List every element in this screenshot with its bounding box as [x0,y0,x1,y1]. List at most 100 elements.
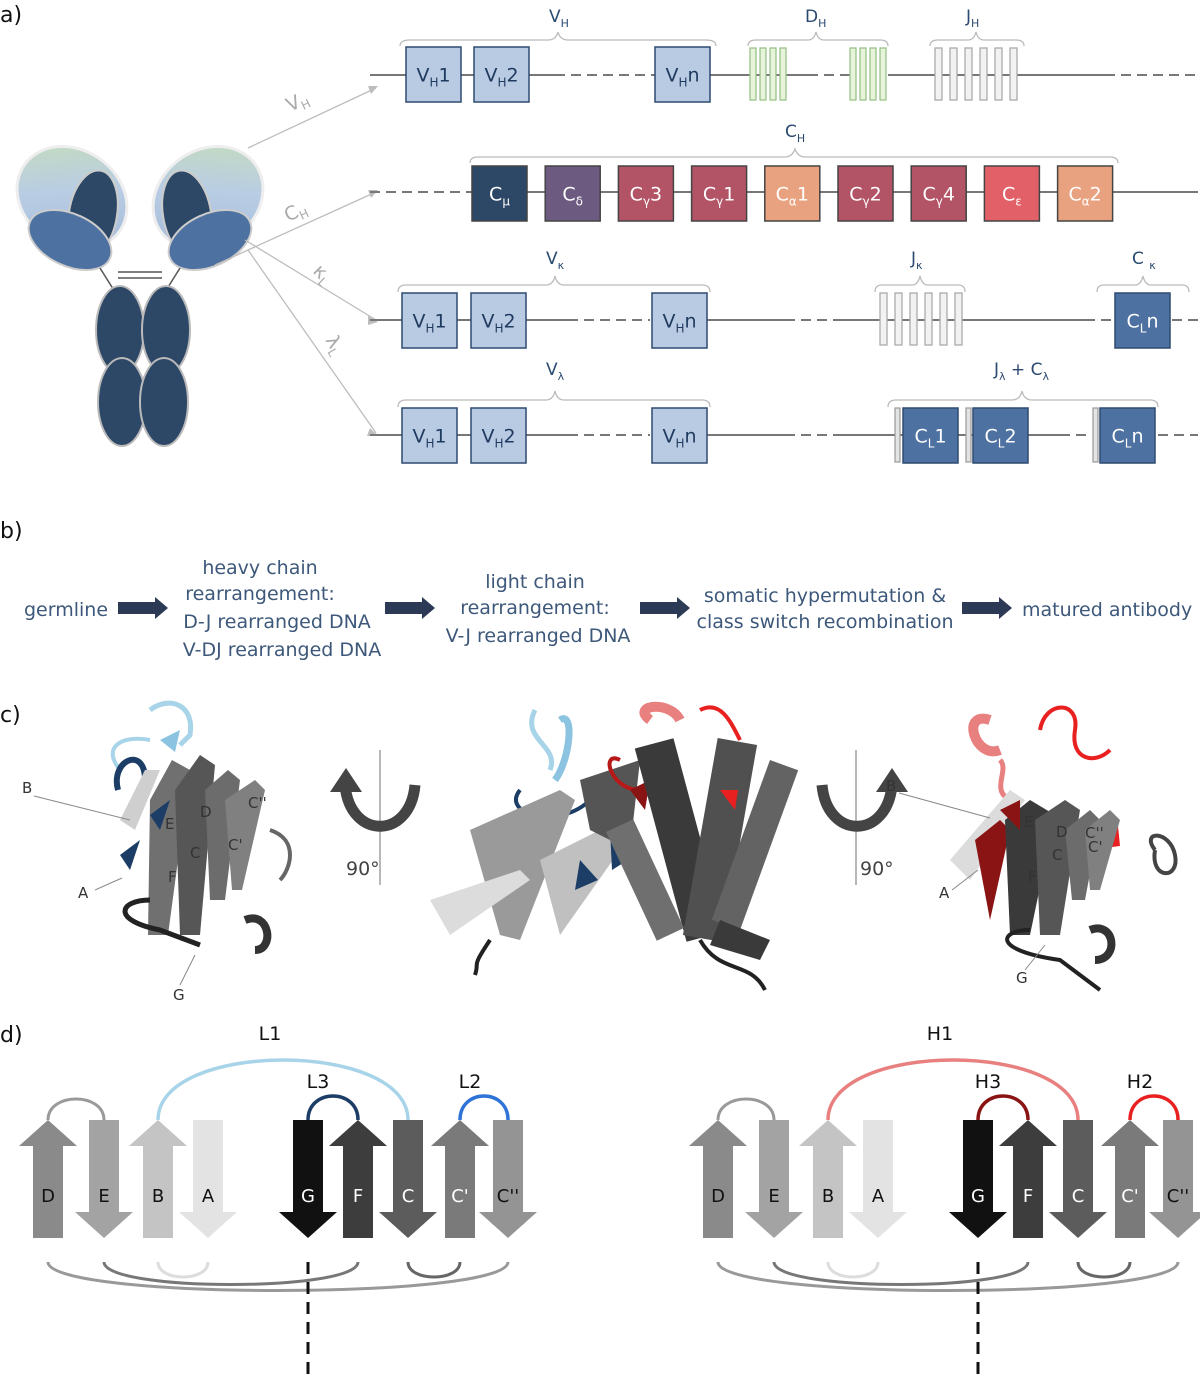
kappa-v-gene-2: VH2 [470,292,527,349]
heavy-v-group-label: VH [549,7,569,30]
lambda-v-gene-2: VH2 [470,407,527,464]
topo-heavy-strand-5-label: G [971,1186,985,1207]
rotation-left: 90° [330,750,421,885]
topo-light-strand-7-label: C [402,1186,415,1207]
lambda-v-gene-3: VHn [651,407,708,464]
heavy-c-gene-6: Cγ2 [837,165,894,222]
right-label-a: A [939,884,950,902]
antibody-pointers [214,87,377,434]
panel-d-label: d) [0,1023,23,1048]
flow-germline: germline [24,599,108,621]
right-label-d: D [1056,823,1068,841]
heavy-d-group-label: DH [805,7,826,30]
antibody-cartoon [15,144,265,447]
heavy-c-gene-5: Cα1 [764,165,821,222]
topo-heavy-loop3-label: H3 [975,1071,1001,1093]
left-label-c2: C'' [248,794,267,812]
kappa-c-group-label: C κ [1132,249,1156,272]
topo-heavy-strand-9: C'' [1149,1120,1200,1238]
rotation-right-label: 90° [860,858,894,880]
left-label-f: F [168,868,177,886]
flow-somatic-line2: class switch recombination [697,611,954,633]
heavy-c-gene-5-label: Cα1 [776,184,809,209]
kappa-v-gene-3-label: VHn [662,311,696,336]
flow-light-line1: light chain [485,571,585,593]
lambda-c-gene-3: CLn [1099,407,1156,464]
topo-heavy-loop1-label: H1 [927,1023,953,1045]
lambda-v-group-label: Vλ [546,360,565,383]
kappa-v-gene-1-label: VH1 [412,311,446,336]
maturation-flow: germline heavy chain rearrangement: D-J … [24,557,1192,661]
topo-light-loop1-label: L1 [259,1023,282,1045]
pointer-label-vh: VH [283,87,313,118]
flow-heavy-line1: heavy chain [202,557,317,579]
topo-light-loop2-label: L2 [459,1071,482,1093]
topo-light-strand-4-label: A [202,1186,215,1207]
heavy-j-group-label: JH [965,7,979,30]
heavy-c-gene-1-label: Cμ [489,184,510,209]
pointer-label-lambda: λL [319,332,349,360]
left-label-a: A [78,884,89,902]
heavy-c-gene-8-label: Cε [1002,184,1022,209]
heavy-v-gene-2: VH2 [473,46,530,103]
left-label-g: G [173,986,185,1004]
flow-heavy-line2: rearrangement: [185,583,335,605]
topo-light-strand-7: C [379,1120,437,1238]
lambda-v-gene-2-label: VH2 [481,426,515,451]
panel-a-label: a) [0,3,22,28]
rotation-left-label: 90° [346,858,380,880]
heavy-c-gene-3-label: Cγ3 [630,184,662,209]
flow-somatic-line1: somatic hypermutation & [704,585,946,607]
topo-heavy-strand-1-label: D [711,1186,725,1207]
topo-heavy-strand-8: C' [1101,1120,1159,1238]
topo-heavy-strand-3: B [799,1120,857,1238]
kappa-v-group-label: Vκ [546,249,565,272]
flow-arrows [118,597,1012,619]
topo-light-strand-2-label: E [98,1186,109,1207]
heavy-c-gene-8: Cε [983,165,1041,222]
heavy-c-gene-6-label: Cγ2 [849,184,881,209]
heavy-c-gene-4-label: Cγ1 [703,184,735,209]
heavy-v-gene-3: VHn [654,46,711,103]
topo-light-strand-9-label: C'' [497,1186,519,1207]
flow-light-line3: V-J rearranged DNA [446,625,631,647]
right-label-c: C [1052,846,1062,864]
structure-left: B A G E D C'' C C' F [22,700,292,1004]
heavy-c-gene-4: Cγ1 [690,165,748,222]
kappa-v-gene-3: VHn [651,292,708,349]
heavy-v-gene-3-label: VHn [665,65,699,90]
kappa-c-gene: CLn [1114,292,1171,349]
structure-center [430,701,799,991]
topo-heavy-strand-1: D [689,1120,747,1238]
rotation-right: 90° [816,750,908,885]
heavy-c-gene-7: Cγ4 [910,165,967,222]
left-label-c: C [190,844,200,862]
topo-light-strand-4: A [179,1120,237,1238]
topo-light-strand-3: B [129,1120,187,1238]
topo-heavy-strand-5: G [949,1120,1007,1238]
topo-light-strand-5: G [279,1120,337,1238]
topo-heavy-strand-6: F [999,1120,1057,1238]
topo-heavy-strand-4: A [849,1120,907,1238]
heavy-c-gene-9-label: Cα2 [1068,184,1101,209]
topo-light-loop3-label: L3 [307,1071,330,1093]
right-label-c1: C' [1088,838,1103,856]
topo-heavy-loop2-label: H2 [1127,1071,1153,1093]
lambda-v-gene-1: VH1 [401,407,458,464]
left-label-c1: C' [228,836,243,854]
right-label-f: F [1028,868,1037,886]
lambda-locus: Vλ Jλ + Cλ [370,360,1198,463]
topo-heavy-strand-7-label: C [1072,1186,1085,1207]
topo-heavy-strand-6-label: F [1023,1186,1033,1207]
kappa-c-gene-label: CLn [1126,311,1158,336]
lambda-c-gene-2-label: CL2 [984,426,1016,451]
topo-light-strand-6-label: F [353,1186,363,1207]
lambda-v-gene-1-label: VH1 [412,426,446,451]
pointer-label-kappa: κL [307,260,337,290]
heavy-c-gene-3: Cγ3 [617,165,675,222]
left-label-e: E [165,815,174,833]
